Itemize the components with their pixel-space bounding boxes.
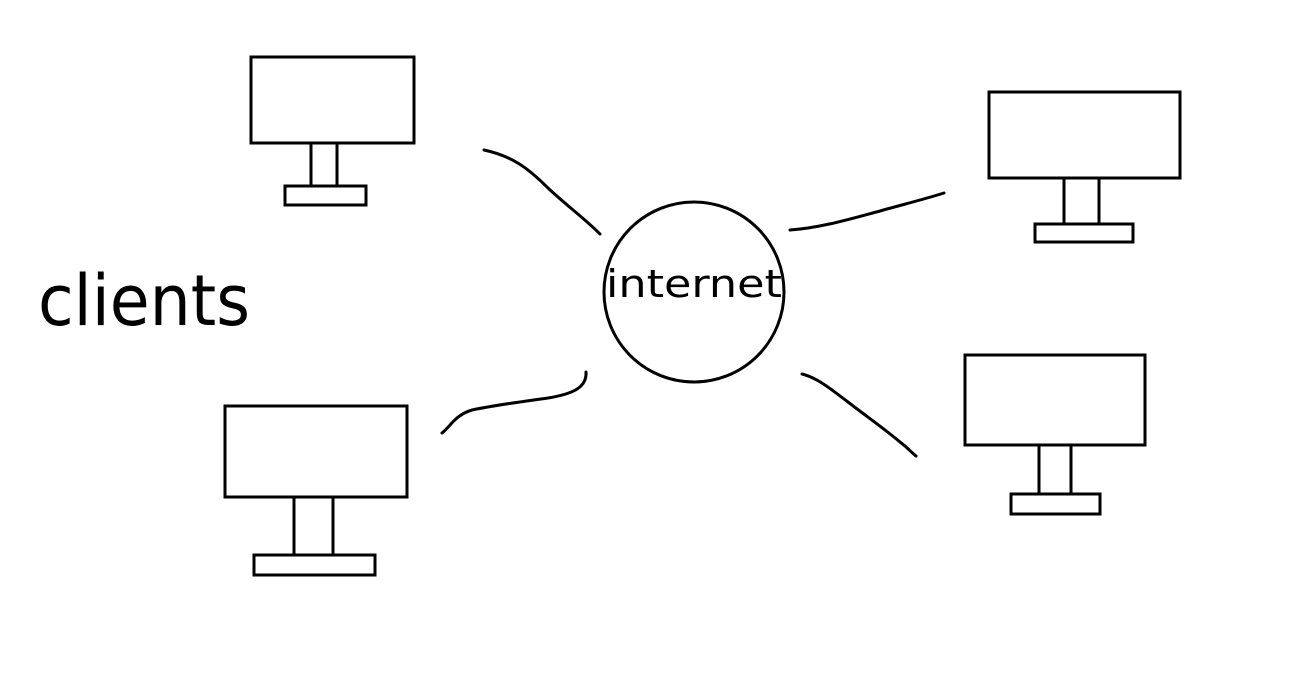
connection-line	[800, 372, 918, 458]
computer-monitor-icon	[249, 55, 416, 207]
hub-label: internet	[606, 262, 782, 306]
computer-monitor-icon	[987, 90, 1182, 244]
computer-monitor-icon	[963, 353, 1147, 516]
clients-label: clients	[38, 260, 250, 342]
connection-line	[788, 191, 946, 232]
connection-line	[482, 148, 602, 236]
internet-node: internet	[602, 200, 786, 384]
computer-monitor-icon	[223, 404, 409, 577]
connection-line	[440, 370, 588, 435]
